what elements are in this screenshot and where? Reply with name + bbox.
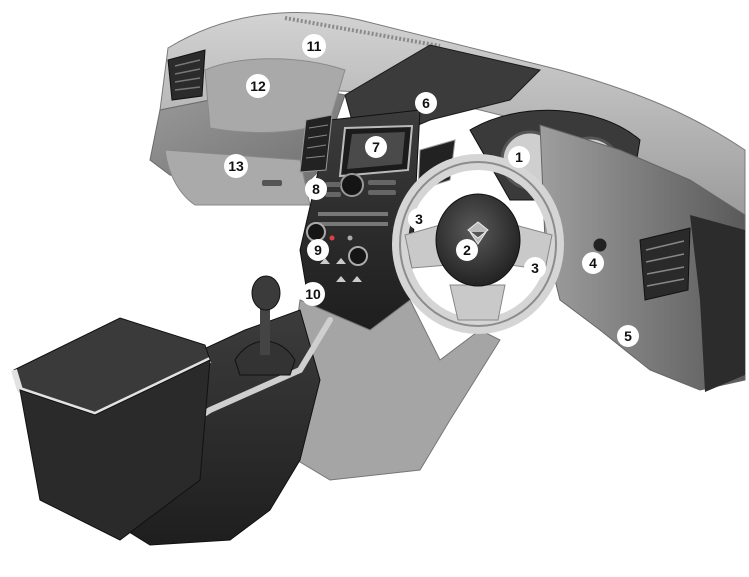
audio-controls bbox=[325, 173, 396, 197]
callout-3-left-label: 3 bbox=[415, 211, 423, 227]
callout-6-label: 6 bbox=[422, 95, 430, 111]
callout-11-label: 11 bbox=[307, 38, 322, 54]
right-side-panel bbox=[690, 215, 745, 392]
callout-layer: 1 2 3 3 4 5 6 7 8 9 10 1 bbox=[224, 34, 639, 347]
left-vent-slats bbox=[174, 59, 201, 91]
callout-13: 13 bbox=[224, 154, 248, 178]
callout-4-label: 4 bbox=[589, 255, 597, 271]
centre-tunnel bbox=[279, 299, 501, 481]
callout-12-label: 12 bbox=[250, 78, 266, 94]
callout-12: 12 bbox=[246, 74, 270, 98]
glovebox-lid bbox=[204, 58, 346, 134]
centre-left-vent-slats bbox=[305, 124, 329, 159]
callout-2-label: 2 bbox=[463, 242, 471, 258]
callout-8-label: 8 bbox=[312, 181, 320, 197]
callout-8: 8 bbox=[305, 178, 327, 200]
callout-4: 4 bbox=[582, 252, 604, 274]
glovebox-handle bbox=[262, 180, 282, 186]
callout-10: 10 bbox=[301, 282, 325, 306]
climate-controls bbox=[306, 212, 388, 282]
gear-knob bbox=[251, 275, 281, 311]
callout-9-label: 9 bbox=[314, 242, 322, 258]
steering-wheel bbox=[392, 154, 564, 334]
callout-3-left: 3 bbox=[408, 208, 430, 230]
gear-boot bbox=[234, 340, 296, 376]
callout-6: 6 bbox=[415, 92, 437, 114]
callout-7: 7 bbox=[365, 136, 387, 158]
callout-1: 1 bbox=[508, 146, 530, 168]
lighting-switch bbox=[592, 237, 608, 253]
callout-5: 5 bbox=[617, 325, 639, 347]
right-vent-slats bbox=[645, 240, 685, 287]
callout-5-label: 5 bbox=[624, 328, 632, 344]
armrest-body bbox=[19, 359, 211, 541]
gear-shaft bbox=[260, 300, 270, 355]
callout-10-label: 10 bbox=[305, 286, 321, 302]
callout-11: 11 bbox=[302, 34, 326, 58]
right-air-vent bbox=[639, 227, 691, 301]
callout-3-right: 3 bbox=[524, 257, 546, 279]
callout-3-right-label: 3 bbox=[531, 260, 539, 276]
brand-logo-icon bbox=[467, 221, 489, 245]
callout-7-label: 7 bbox=[372, 139, 380, 155]
callout-2: 2 bbox=[456, 239, 478, 261]
callout-1-label: 1 bbox=[515, 149, 523, 165]
callout-13-label: 13 bbox=[228, 158, 244, 174]
callout-9: 9 bbox=[307, 239, 329, 261]
